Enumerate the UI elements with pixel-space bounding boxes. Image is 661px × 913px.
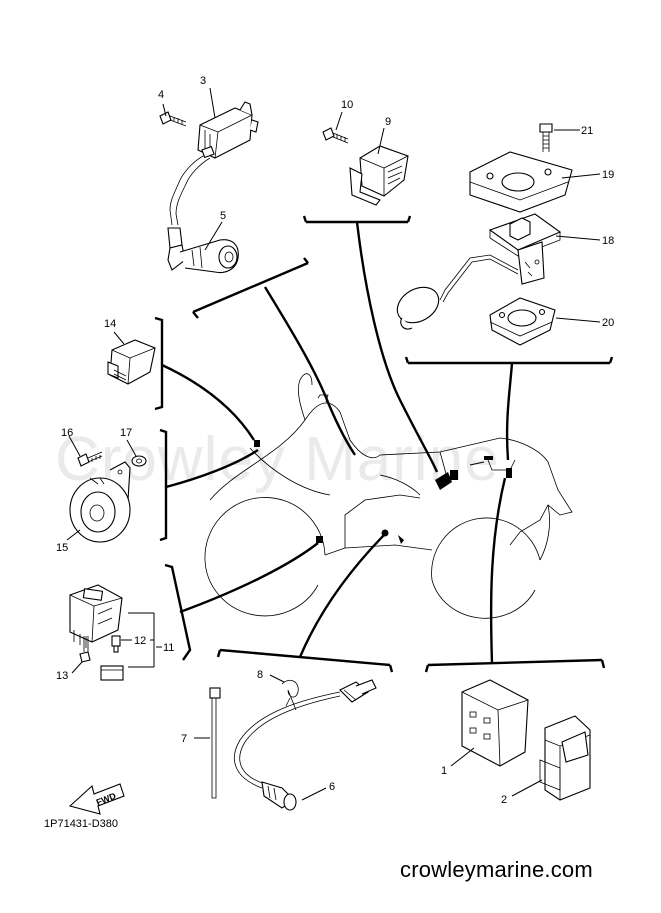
bolt-16: [77, 451, 103, 467]
marker-relay-flasher: [254, 440, 260, 447]
callout-13: 13: [56, 670, 68, 682]
diagram-code: 1P71431-D380: [44, 818, 119, 830]
bolt-4: [159, 111, 187, 127]
callout-11: 11: [163, 642, 174, 654]
fwd-arrow: FWD: [68, 783, 125, 815]
group-leaders: [154, 215, 614, 673]
site-url[interactable]: crowleymarine.com: [400, 857, 593, 882]
callout-21: 21: [581, 125, 593, 137]
marker-starter-relay: [316, 536, 323, 543]
callout-15: 15: [56, 542, 68, 554]
relay-unit-1: [461, 679, 529, 767]
callout-7: 7: [181, 733, 187, 745]
cover-2: [539, 715, 591, 801]
callout-14: 14: [104, 318, 116, 330]
fuel-sender-plate-19: [469, 151, 573, 213]
callout-5: 5: [220, 210, 226, 222]
scooter-outline: [204, 373, 573, 619]
bolt-13: [79, 636, 91, 663]
callout-4: 4: [158, 89, 164, 101]
fuse-12: [111, 635, 121, 653]
callout-17: 17: [120, 427, 132, 439]
fuel-level-sender-18: [396, 213, 562, 330]
marker-ignition-coil: [435, 472, 452, 490]
callout-10: 10: [341, 99, 353, 111]
callout-18: 18: [602, 235, 614, 247]
callout-1: 1: [441, 765, 447, 777]
marker-regulator: [450, 470, 458, 480]
callout-12: 12: [134, 635, 146, 647]
neutral-switch-6: [233, 679, 377, 811]
relay-14: [107, 339, 156, 385]
fuse-cover: [100, 665, 124, 681]
cable-tie-7: [209, 687, 221, 799]
callout-20: 20: [602, 317, 614, 329]
callout-3: 3: [200, 75, 206, 87]
callout-19: 19: [602, 169, 614, 181]
callout-9: 9: [385, 116, 391, 128]
callout-2: 2: [501, 794, 507, 806]
washer-17: [131, 455, 147, 467]
callout-6: 6: [329, 781, 335, 793]
starter-relay-11: [69, 584, 123, 648]
callouts: 3 4 5 10 9 21 19 18 20 14 16 17 15 12 11…: [56, 75, 614, 806]
bolt-10: [322, 127, 349, 144]
callout-8: 8: [257, 669, 263, 681]
horn-15: [69, 461, 131, 543]
regulator: [349, 145, 409, 206]
callout-16: 16: [61, 427, 73, 439]
callout-leaders: [66, 87, 601, 801]
bolt-21: [539, 123, 553, 152]
gasket-20: [489, 297, 556, 346]
ignition-coil: [167, 101, 259, 274]
marker-fuel-sender: [506, 468, 512, 478]
clip-8: [281, 679, 299, 711]
